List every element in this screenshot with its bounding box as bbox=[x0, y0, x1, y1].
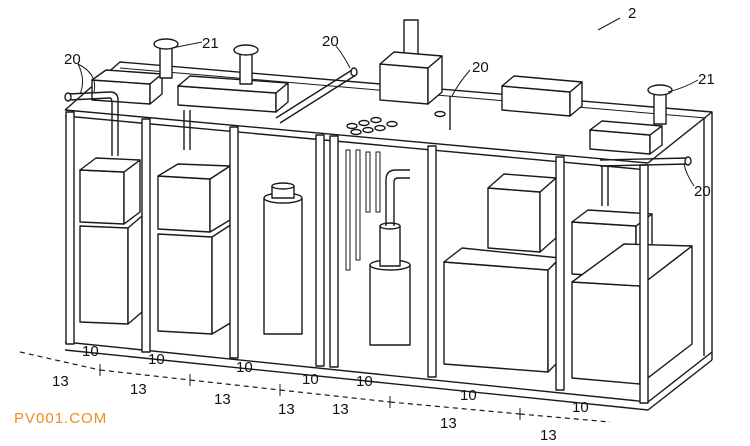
label-stack-1: 21 bbox=[202, 35, 219, 52]
label-module-1: 10 bbox=[82, 343, 99, 360]
rooftop-equipment bbox=[91, 19, 663, 271]
leader-lines bbox=[77, 17, 699, 187]
label-module-3: 10 bbox=[236, 359, 253, 376]
label-module-5: 10 bbox=[356, 373, 373, 390]
label-segment-7: 13 bbox=[540, 427, 557, 444]
label-pipe-1: 20 bbox=[64, 51, 81, 68]
label-pipe-4: 20 bbox=[694, 183, 711, 200]
label-segment-4: 13 bbox=[278, 401, 295, 418]
label-module-4: 10 bbox=[302, 371, 319, 388]
reference-labels: 2 20 21 20 20 21 20 10 10 10 10 10 10 10… bbox=[52, 5, 715, 444]
label-module-2: 10 bbox=[148, 351, 165, 368]
label-segment-5: 13 bbox=[332, 401, 349, 418]
label-module-7: 10 bbox=[572, 399, 589, 416]
label-module-6: 10 bbox=[460, 387, 477, 404]
label-segment-1: 13 bbox=[52, 373, 69, 390]
equipment bbox=[79, 157, 693, 385]
label-segment-2: 13 bbox=[130, 381, 147, 398]
stacks bbox=[153, 38, 673, 125]
front-posts bbox=[65, 111, 713, 404]
label-segment-6: 13 bbox=[440, 415, 457, 432]
label-segment-3: 13 bbox=[214, 391, 231, 408]
label-pipe-2: 20 bbox=[322, 33, 339, 50]
pipes bbox=[64, 67, 692, 206]
label-stack-2: 21 bbox=[698, 71, 715, 88]
label-pipe-3: 20 bbox=[472, 59, 489, 76]
label-figure-ref: 2 bbox=[628, 5, 636, 22]
watermark: PV001.COM bbox=[14, 410, 108, 427]
dimension-lines bbox=[19, 351, 611, 423]
